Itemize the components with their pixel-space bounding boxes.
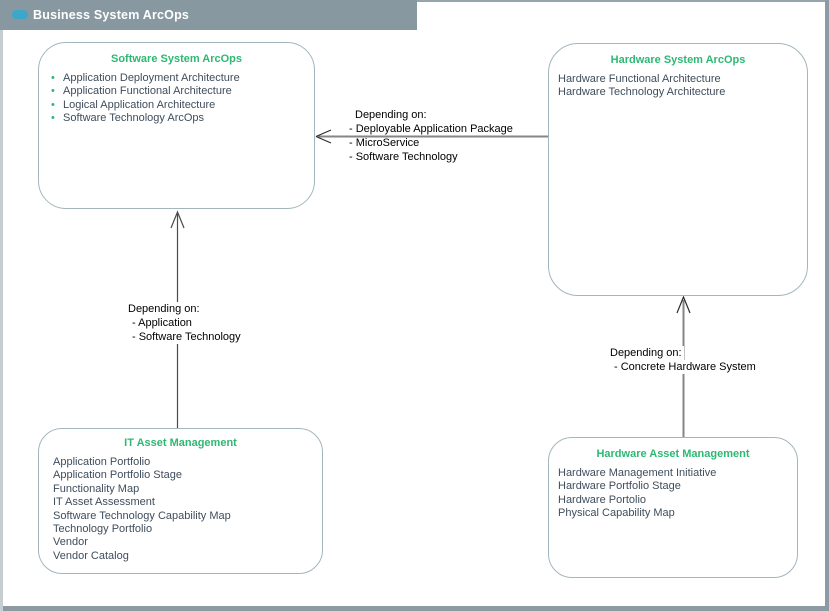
- node-it-asset-management[interactable]: IT Asset Management Application Portfoli…: [38, 428, 323, 574]
- arrow-label-item: - Application: [132, 316, 194, 330]
- arrow-label-item: - Software Technology: [349, 151, 458, 163]
- list-item: Application Portfolio: [53, 456, 151, 468]
- list-item: Hardware Functional Architecture: [558, 73, 721, 85]
- arrow-label-itasset-to-software: Depending on: - Application- Software Te…: [128, 302, 243, 344]
- diagram-title: Business System ArcOps: [33, 8, 190, 22]
- list-item: Software Technology ArcOps: [39, 112, 314, 126]
- node-item-list: Application Deployment ArchitectureAppli…: [39, 72, 314, 126]
- list-item: Application Functional Architecture: [39, 85, 314, 99]
- arrow-label-items: - Concrete Hardware System: [610, 360, 758, 374]
- list-item: Application Portfolio Stage: [53, 469, 183, 482]
- list-item: Functionality Map: [53, 482, 140, 495]
- arrow-label-heading: Depending on:: [355, 109, 427, 121]
- list-item: Vendor: [53, 536, 88, 549]
- list-item: Hardware Management Initiative: [558, 467, 717, 479]
- node-software-system-arcops[interactable]: Software System ArcOps Application Deplo…: [38, 42, 315, 209]
- arrow-label-item: - Software Technology: [132, 330, 243, 344]
- list-item: Technology Portfolio: [53, 523, 153, 536]
- canvas-border-left: [0, 0, 3, 611]
- list-item: Application Deployment Architecture: [39, 72, 314, 86]
- canvas-border-right: [825, 0, 829, 611]
- list-item: Hardware Portolio: [558, 493, 647, 506]
- arrow-label-heading: Depending on:: [128, 302, 202, 316]
- arrow-label-items: - Deployable Application Package - MicroS…: [349, 122, 513, 164]
- list-item: Software Technology Capability Map: [53, 509, 231, 522]
- node-title: Software System ArcOps: [110, 53, 243, 65]
- node-title: Hardware Asset Management: [596, 448, 750, 460]
- list-item: Physical Capability Map: [558, 507, 675, 520]
- arrow-label-hardware-to-software: Depending on: - Deployable Application P…: [349, 108, 513, 164]
- arrow-label-item: - MicroService: [349, 137, 420, 149]
- cloud-icon: [12, 10, 28, 19]
- list-item: IT Asset Assessment: [53, 496, 155, 509]
- canvas-border-bottom: [0, 606, 829, 611]
- arrow-label-items: - Application- Software Technology: [128, 316, 243, 344]
- arrow-label-heading: Depending on:: [610, 346, 684, 360]
- list-item: Vendor Catalog: [53, 549, 129, 562]
- node-title: Hardware System ArcOps: [610, 54, 746, 66]
- arrow-label-item: - Concrete Hardware System: [614, 360, 758, 374]
- node-hardware-asset-management[interactable]: Hardware Asset Management Hardware Manag…: [548, 437, 798, 578]
- arrow-label-hwasset-to-hardware: Depending on: - Concrete Hardware System: [610, 346, 758, 374]
- diagram-title-bar[interactable]: Business System ArcOps: [0, 0, 417, 30]
- node-hardware-system-arcops[interactable]: Hardware System ArcOps Hardware Function…: [548, 43, 808, 296]
- list-item: Hardware Portfolio Stage: [558, 480, 681, 493]
- list-item: Logical Application Architecture: [39, 99, 314, 113]
- arrow-label-item: - Deployable Application Package: [349, 123, 513, 135]
- list-item: Hardware Technology Architecture: [558, 86, 726, 99]
- node-title: IT Asset Management: [124, 437, 237, 449]
